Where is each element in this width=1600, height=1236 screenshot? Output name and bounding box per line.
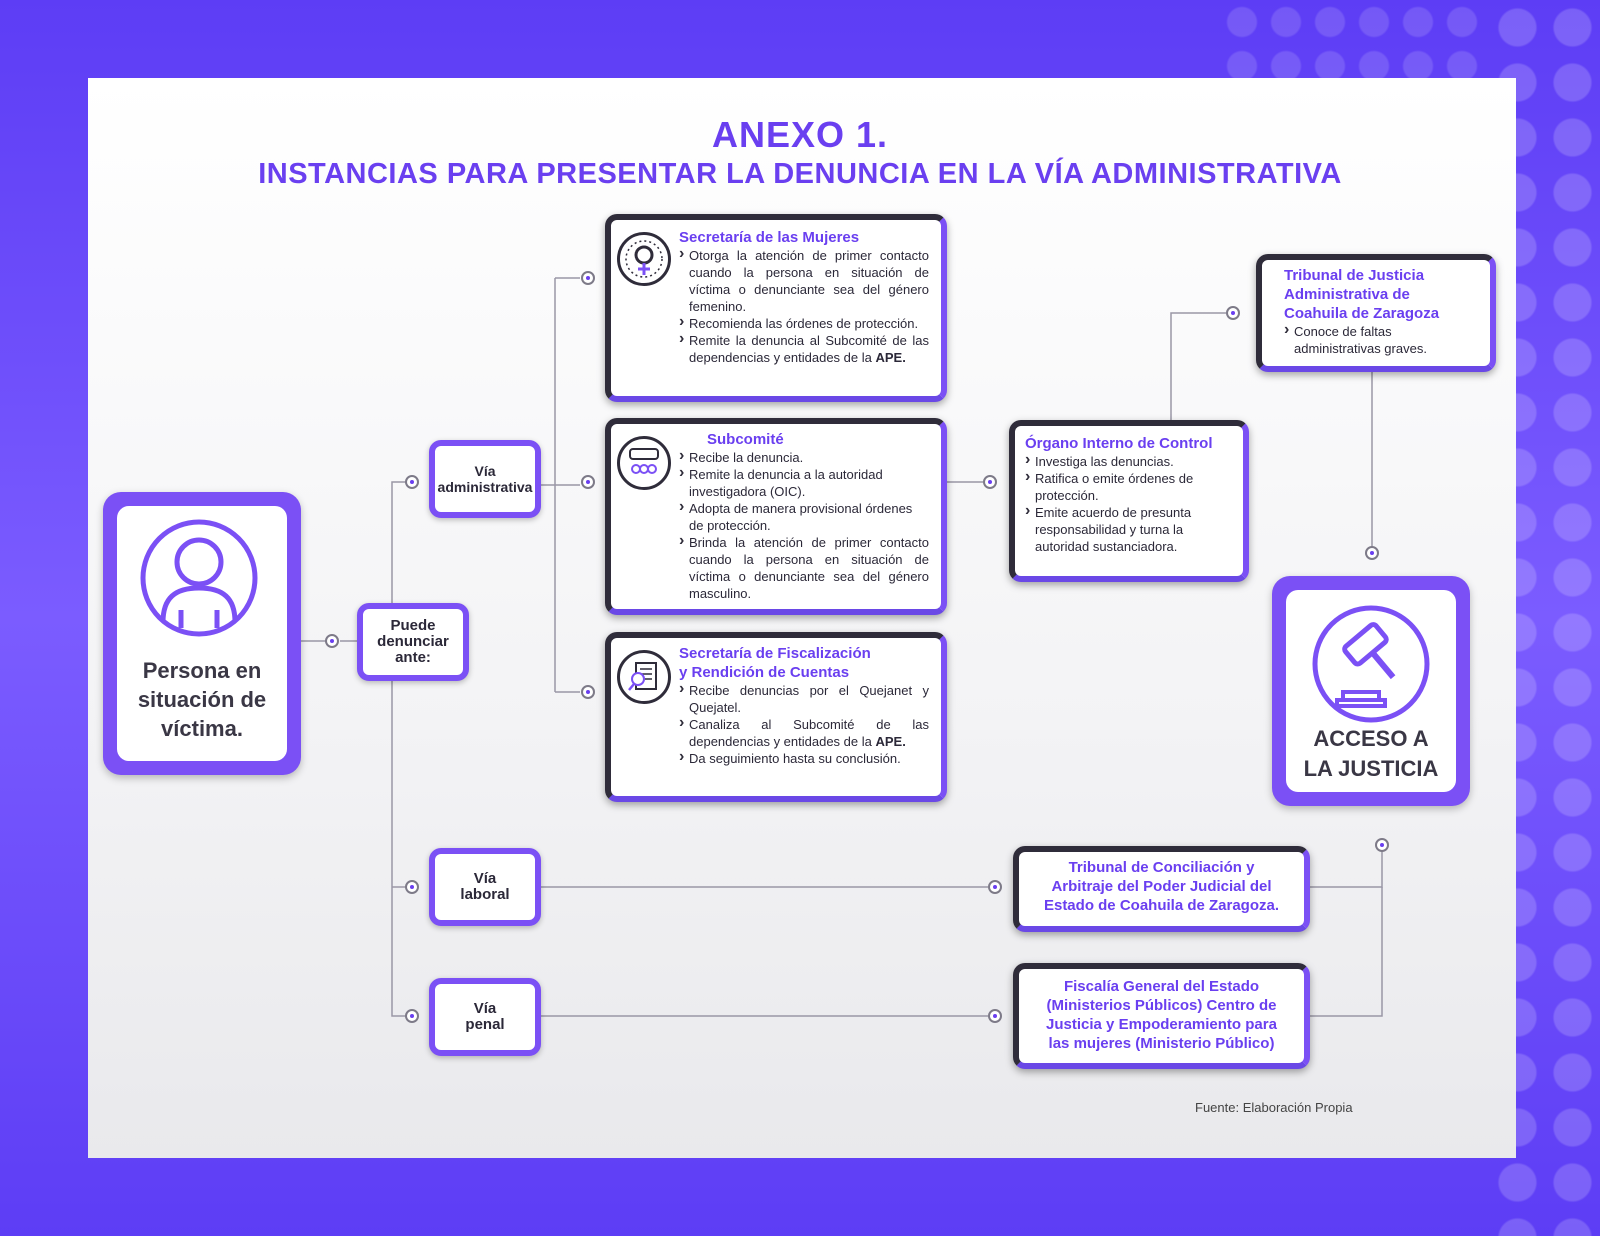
fiscalizacion-title-line2: y Rendición de Cuentas bbox=[679, 664, 850, 681]
acceso-line2: LA JUSTICIA bbox=[1303, 756, 1439, 781]
connector-dot bbox=[1365, 546, 1379, 560]
tribunal-conciliacion-box: Tribunal de Conciliación y Arbitraje del… bbox=[1013, 846, 1310, 932]
connector-dot bbox=[405, 880, 419, 894]
list-item: Remite la denuncia a la autoridad invest… bbox=[679, 464, 929, 500]
puede-denunciar-label: Puede denunciar ante: bbox=[377, 617, 449, 666]
fiscalizacion-box: Secretaría de Fiscalización y Rendición … bbox=[605, 632, 947, 802]
via-laboral-box: Vía laboral bbox=[429, 848, 541, 926]
list-item: Da seguimiento hasta su conclusión. bbox=[679, 748, 929, 767]
connector-dot bbox=[988, 880, 1002, 894]
connector-dot bbox=[1375, 838, 1389, 852]
fiscalia-line4: las mujeres (Ministerio Público) bbox=[1048, 1035, 1275, 1052]
tribunal-conciliacion-line1: Tribunal de Conciliación y bbox=[1068, 859, 1255, 876]
list-item-text: Canaliza al Subcomité de las dependencia… bbox=[689, 717, 929, 749]
ape-text: APE. bbox=[875, 734, 906, 749]
subcomite-title: Subcomité bbox=[707, 431, 784, 448]
list-item: Emite acuerdo de presunta responsabilida… bbox=[1025, 502, 1233, 555]
victim-label: Persona en situación de víctima. bbox=[137, 658, 267, 741]
tribunal-admin-title-line1: Tribunal de Justicia bbox=[1284, 267, 1425, 284]
connector-dot bbox=[405, 1009, 419, 1023]
via-penal-label: Vía penal bbox=[465, 1000, 505, 1033]
list-item: Investiga las denuncias. bbox=[1025, 451, 1233, 470]
source-footer: Fuente: Elaboración Propia bbox=[1195, 1100, 1353, 1115]
person-icon bbox=[140, 519, 258, 637]
female-symbol-icon bbox=[617, 232, 671, 286]
connector-dot bbox=[581, 685, 595, 699]
list-item: Recibe la denuncia. bbox=[679, 447, 929, 466]
tribunal-admin-title-line3: Coahuila de Zaragoza bbox=[1284, 305, 1440, 322]
via-laboral-label: Vía laboral bbox=[460, 870, 510, 903]
connector-dot bbox=[325, 634, 339, 648]
acceso-line1: ACCESO A bbox=[1313, 726, 1429, 751]
fiscalia-line2: (Ministerios Públicos) Centro de bbox=[1046, 997, 1277, 1014]
list-item: Brinda la atención de primer contacto cu… bbox=[679, 532, 929, 602]
list-item: Canaliza al Subcomité de las dependencia… bbox=[679, 714, 929, 750]
list-item: Otorga la atención de primer contacto cu… bbox=[679, 245, 929, 315]
via-penal-box: Vía penal bbox=[429, 978, 541, 1056]
tribunal-conciliacion-line3: Estado de Coahuila de Zaragoza. bbox=[1043, 897, 1280, 914]
via-administrativa-box: Vía administrativa bbox=[429, 440, 541, 518]
background-pattern-top bbox=[1220, 0, 1480, 78]
page-title: ANEXO 1. bbox=[711, 114, 889, 155]
connector-dot bbox=[983, 475, 997, 489]
secretaria-mujeres-box: Secretaría de las Mujeres Otorga la aten… bbox=[605, 214, 947, 402]
fiscalia-line3: Justicia y Empoderamiento para bbox=[1046, 1016, 1277, 1033]
fiscalia-line1: Fiscalía General del Estado bbox=[1063, 978, 1260, 995]
acceso-justicia-box: ACCESO A LA JUSTICIA bbox=[1272, 576, 1470, 806]
page-subtitle: INSTANCIAS PARA PRESENTAR LA DENUNCIA EN… bbox=[258, 158, 1342, 190]
puede-denunciar-box: Puede denunciar ante: bbox=[357, 603, 469, 681]
list-item: Recibe denuncias por el Quejanet y Queja… bbox=[679, 680, 929, 716]
list-item: Adopta de manera provisional órdenes de … bbox=[679, 498, 929, 534]
fiscalia-box: Fiscalía General del Estado (Ministerios… bbox=[1013, 963, 1310, 1069]
victim-box: Persona en situación de víctima. bbox=[103, 492, 301, 775]
secretaria-mujeres-title: Secretaría de las Mujeres bbox=[679, 229, 860, 246]
tribunal-administrativa-box: Tribunal de Justicia Administrativa de C… bbox=[1256, 254, 1496, 372]
list-item: Recomienda las órdenes de protección. bbox=[679, 313, 929, 332]
ape-text: APE. bbox=[875, 350, 906, 365]
list-item: Ratifica o emite órdenes de protección. bbox=[1025, 468, 1233, 504]
list-item: Conoce de faltas administrativas graves. bbox=[1284, 321, 1480, 357]
gavel-icon bbox=[1312, 605, 1430, 723]
list-item: Remite la denuncia al Subcomité de las d… bbox=[679, 330, 929, 366]
subcomite-box: Subcomité Recibe la denuncia. Remite la … bbox=[605, 418, 947, 615]
committee-icon bbox=[617, 436, 671, 490]
connector-dot bbox=[581, 475, 595, 489]
oic-box: Órgano Interno de Control Investiga las … bbox=[1009, 420, 1249, 582]
tribunal-conciliacion-line2: Arbitraje del Poder Judicial del bbox=[1051, 878, 1272, 895]
connector-dot bbox=[581, 271, 595, 285]
tribunal-admin-title-line2: Administrativa de bbox=[1284, 286, 1410, 303]
fiscalizacion-title-line1: Secretaría de Fiscalización bbox=[679, 645, 871, 662]
oic-title: Órgano Interno de Control bbox=[1025, 435, 1213, 452]
connector-dot bbox=[405, 475, 419, 489]
document-search-icon bbox=[617, 650, 671, 704]
list-item-text: Remite la denuncia al Subcomité de las d… bbox=[689, 333, 929, 365]
connector-dot bbox=[988, 1009, 1002, 1023]
connector-dot bbox=[1226, 306, 1240, 320]
via-administrativa-label: Vía administrativa bbox=[437, 463, 533, 495]
